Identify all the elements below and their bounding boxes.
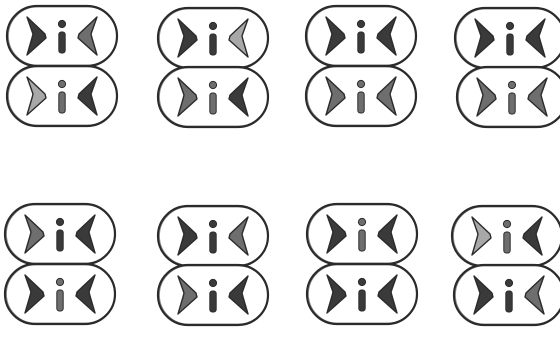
cell-oval xyxy=(307,204,417,264)
center-dot xyxy=(209,279,216,286)
cell-oval xyxy=(307,264,417,324)
cell-oval xyxy=(7,66,117,126)
center-stem xyxy=(210,34,216,55)
center-stem xyxy=(59,32,65,53)
center-dot xyxy=(209,81,216,88)
center-stem xyxy=(210,291,216,312)
center-stem xyxy=(507,34,513,55)
center-stem xyxy=(359,230,365,251)
center-stem xyxy=(506,291,512,312)
center-dot xyxy=(209,22,216,29)
center-dot xyxy=(358,218,365,225)
center-dot xyxy=(505,279,512,286)
center-dot xyxy=(58,80,65,87)
cell-oval xyxy=(306,6,416,66)
center-stem xyxy=(57,290,63,311)
center-stem xyxy=(59,92,65,113)
center-stem xyxy=(57,230,63,251)
cell-oval xyxy=(455,8,560,68)
center-stem xyxy=(358,92,364,113)
center-dot xyxy=(506,22,513,29)
cell-oval xyxy=(158,8,268,68)
cell-oval xyxy=(5,264,115,324)
cell-oval xyxy=(7,6,117,66)
center-dot xyxy=(358,278,365,285)
cell-oval xyxy=(158,265,268,325)
cell-oval xyxy=(5,204,115,264)
center-dot xyxy=(56,278,63,285)
cell-oval xyxy=(306,66,416,126)
center-stem xyxy=(210,93,216,114)
center-dot xyxy=(209,220,216,227)
center-stem xyxy=(359,290,365,311)
center-dot xyxy=(58,20,65,27)
center-stem xyxy=(210,232,216,253)
cell-oval xyxy=(158,206,268,266)
center-dot xyxy=(357,80,364,87)
cell-oval xyxy=(454,265,560,325)
center-dot xyxy=(503,220,510,227)
center-stem xyxy=(509,93,515,114)
cell-oval xyxy=(457,67,560,127)
center-dot xyxy=(357,20,364,27)
center-stem xyxy=(504,232,510,253)
center-stem xyxy=(358,32,364,53)
center-dot xyxy=(56,218,63,225)
center-dot xyxy=(508,81,515,88)
cell-oval xyxy=(452,206,560,266)
cell-oval xyxy=(158,67,268,127)
